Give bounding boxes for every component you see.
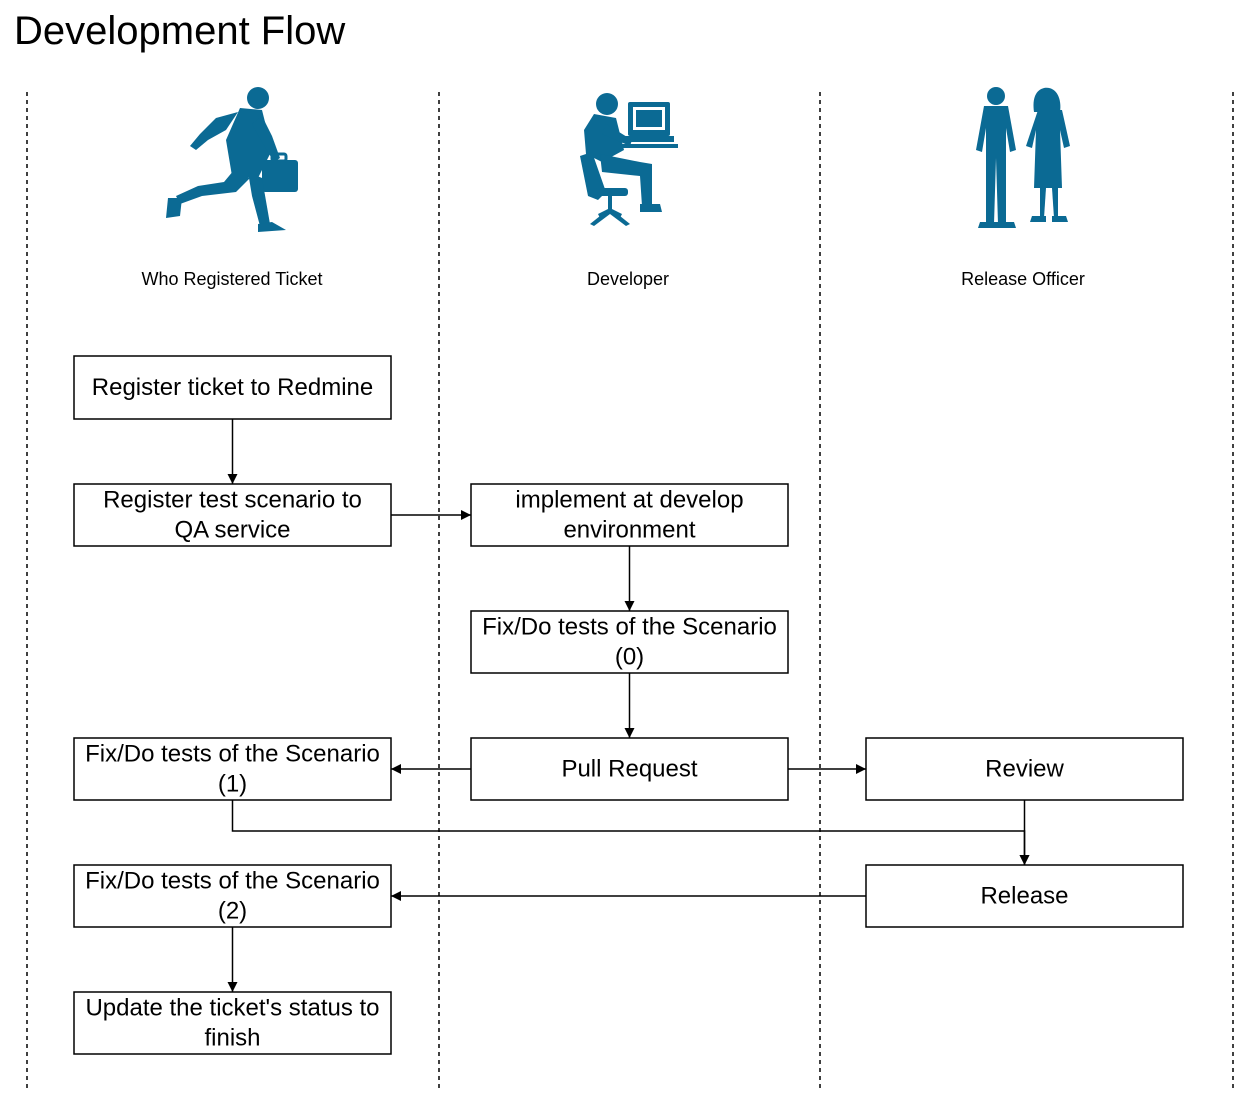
- process-box-label: implement at develop: [515, 487, 743, 514]
- process-box-frame: [73, 991, 392, 1055]
- developer-at-computer-icon: [580, 93, 678, 226]
- process-box-label: Fix/Do tests of the Scenario: [482, 614, 777, 641]
- process-box-implement: implement at develop environment: [470, 483, 789, 547]
- process-box-frame: [73, 355, 392, 420]
- process-box-label: Fix/Do tests of the Scenario: [85, 868, 380, 895]
- process-box-frame: [470, 610, 789, 674]
- process-box-review: Review: [865, 737, 1184, 801]
- running-businessman-icon: [166, 87, 298, 232]
- process-box-label: Update the ticket's status to: [85, 995, 379, 1022]
- process-box-label: Release: [980, 883, 1068, 910]
- process-box-frame: [865, 737, 1184, 801]
- process-box-register-scenario: Register test scenario to QA service: [73, 483, 392, 547]
- process-box-label: Register ticket to Redmine: [92, 374, 373, 401]
- process-box-release: Release: [865, 864, 1184, 928]
- lane-label-developer: Developer: [587, 269, 669, 289]
- process-box-pull-request: Pull Request: [470, 737, 789, 801]
- process-box-label: environment: [563, 517, 695, 544]
- process-box-frame: [865, 864, 1184, 928]
- process-box-label: QA service: [174, 517, 290, 544]
- process-box-register-ticket: Register ticket to Redmine: [73, 355, 392, 420]
- process-box-label: finish: [204, 1025, 260, 1052]
- process-box-frame: [73, 483, 392, 547]
- process-box-frame: [470, 737, 789, 801]
- process-box-fix-tests-1: Fix/Do tests of the Scenario (1): [73, 737, 392, 801]
- process-box-label: Pull Request: [561, 756, 697, 783]
- process-box-label: (2): [218, 898, 247, 925]
- process-box-label: Fix/Do tests of the Scenario: [85, 741, 380, 768]
- process-box-frame: [470, 483, 789, 547]
- process-box-label: Register test scenario to: [103, 487, 362, 514]
- flow-connectors: [227, 419, 1030, 992]
- process-box-update-status: Update the ticket's status to finish: [73, 991, 392, 1055]
- business-people-icon: [976, 87, 1070, 228]
- lane-dividers: [26, 92, 1234, 1090]
- connector-arrow: [231, 800, 1030, 865]
- lane-label-release-officer: Release Officer: [961, 269, 1085, 289]
- process-box-label: (0): [615, 644, 644, 671]
- process-box-frame: [73, 864, 392, 928]
- process-box-label: (1): [218, 771, 247, 798]
- process-box-label: Review: [985, 756, 1064, 783]
- process-box-fix-tests-0: Fix/Do tests of the Scenario (0): [470, 610, 789, 674]
- page-title: Development Flow: [14, 9, 346, 53]
- lane-label-who-registered-ticket: Who Registered Ticket: [141, 269, 322, 289]
- process-box-fix-tests-2: Fix/Do tests of the Scenario (2): [73, 864, 392, 928]
- process-box-frame: [73, 737, 392, 801]
